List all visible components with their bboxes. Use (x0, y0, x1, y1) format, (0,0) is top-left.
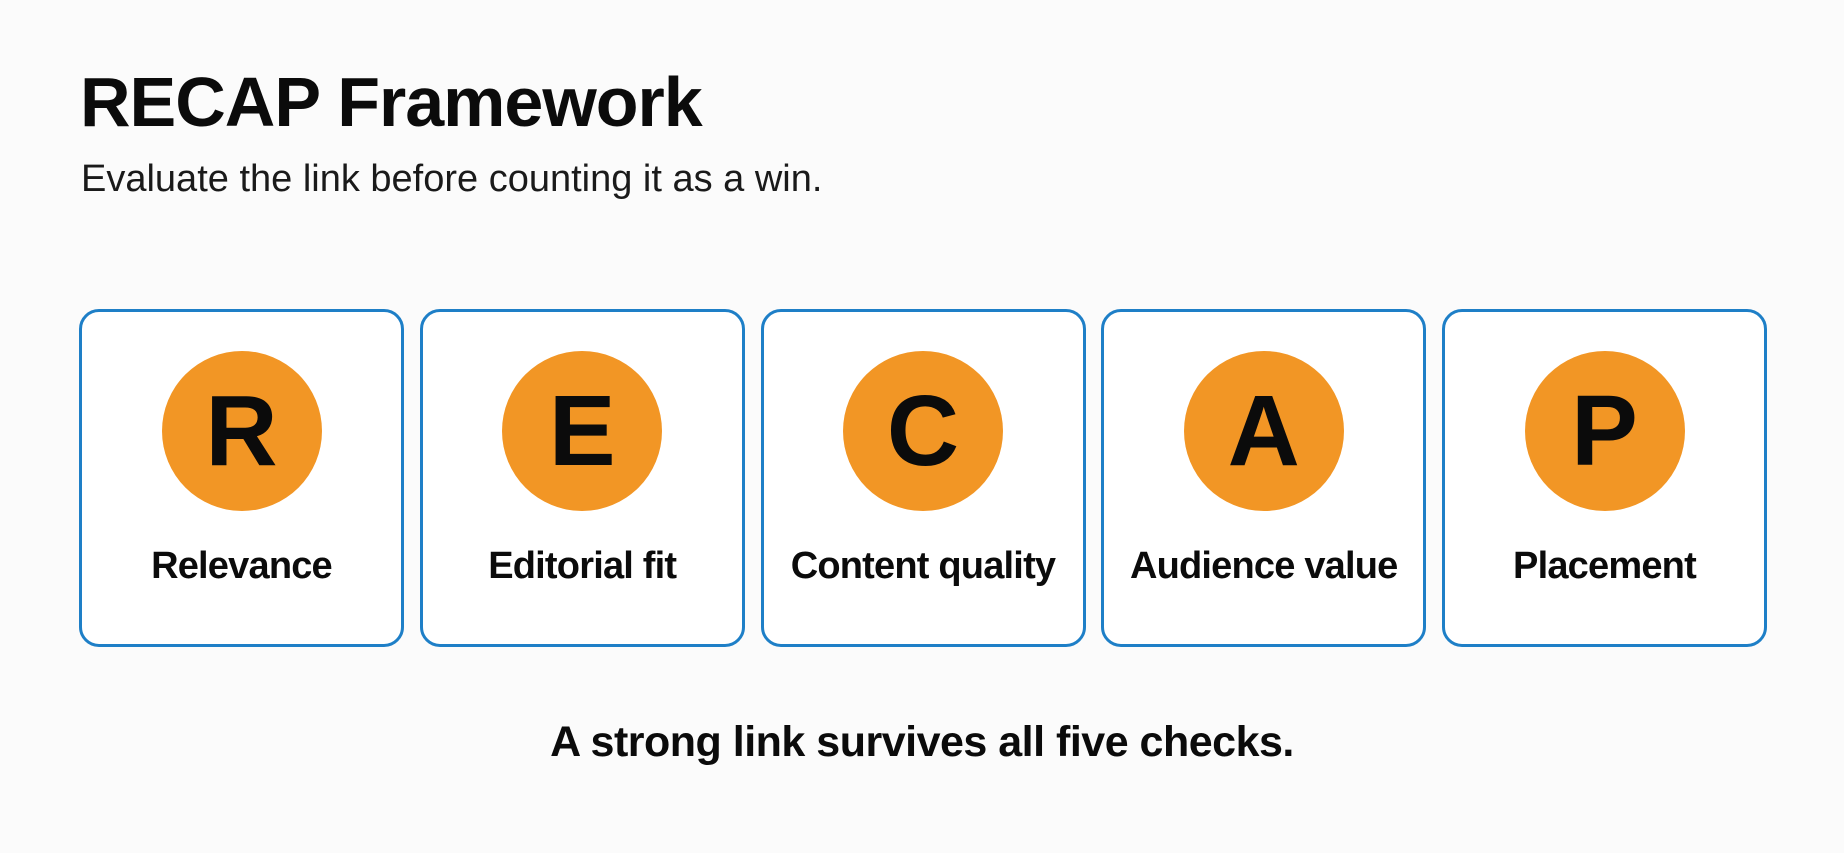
recap-card-row: R Relevance E Editorial fit C Content qu… (79, 309, 1767, 647)
letter-badge-r: R (161, 351, 322, 511)
letter-badge-p: P (1524, 351, 1685, 511)
letter-badge-a: A (1183, 351, 1344, 511)
card-label-relevance: Relevance (151, 545, 333, 587)
page-subtitle: Evaluate the link before counting it as … (81, 158, 823, 200)
card-label-placement: Placement (1513, 545, 1697, 587)
letter-badge-e: E (502, 351, 663, 511)
card-placement: P Placement (1442, 309, 1767, 647)
card-editorial-fit: E Editorial fit (419, 309, 745, 647)
card-audience-value: A Audience value (1101, 309, 1427, 647)
page-title: RECAP Framework (80, 63, 703, 141)
card-label-audience-value: Audience value (1129, 545, 1398, 587)
card-label-content-quality: Content quality (790, 545, 1056, 587)
card-label-editorial-fit: Editorial fit (488, 545, 677, 587)
footer-caption: A strong link survives all five checks. (550, 718, 1294, 766)
card-content-quality: C Content quality (760, 309, 1086, 647)
letter-badge-c: C (843, 351, 1003, 511)
card-relevance: R Relevance (79, 309, 404, 647)
